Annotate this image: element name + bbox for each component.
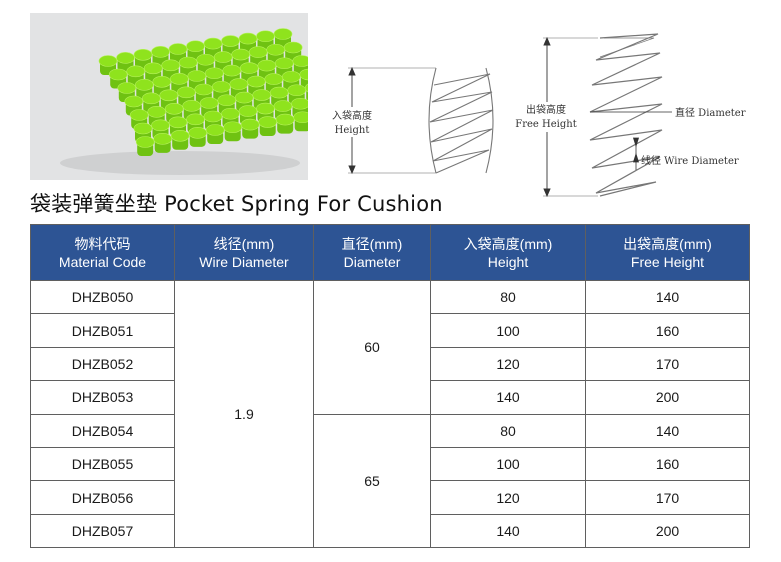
- diameter-cell: 60: [313, 280, 431, 415]
- table-row: DHZB054 65 80 140: [30, 413, 750, 549]
- spring-dimension-diagram: 入袋高度 Height 出袋高度 Free Height 直径 Diameter…: [326, 33, 746, 198]
- pocket-spring-unit-image: [60, 28, 308, 175]
- free-height-cell: 140: [585, 279, 750, 315]
- material-code-cell: DHZB051: [30, 313, 175, 348]
- material-code-cell: DHZB055: [30, 446, 175, 482]
- spring-pocket: [293, 111, 308, 132]
- table-row: DHZB057 140 200: [30, 513, 750, 549]
- material-code-cell: DHZB057: [30, 513, 175, 549]
- spring-pocket: [304, 83, 308, 102]
- photo-shadow: [60, 151, 300, 175]
- free-height-label-en: Free Height: [515, 119, 576, 130]
- material-code-cell: DHZB054: [30, 413, 175, 448]
- spring-pocket: [257, 59, 277, 80]
- wire-diameter-cell: 1.9: [174, 279, 314, 549]
- height-cell: 100: [430, 446, 586, 482]
- spring-pocket: [258, 116, 277, 137]
- spring-pocket: [188, 127, 207, 147]
- product-photo: [30, 13, 308, 180]
- header-diameter: 直径(mm)Diameter: [313, 224, 431, 281]
- table-row: DHZB052 120 170: [30, 346, 750, 382]
- spring-pocket: [223, 121, 242, 142]
- wire-diameter-label: 线径 Wire Diameter: [641, 154, 739, 167]
- material-code-cell: DHZB056: [30, 480, 175, 515]
- pocket-height-label-cn: 入袋高度: [332, 109, 372, 122]
- height-cell: 80: [430, 279, 586, 315]
- material-code-cell: DHZB053: [30, 380, 175, 415]
- header-wire-diameter: 线径(mm)Wire Diameter: [174, 224, 314, 281]
- header-height: 入袋高度(mm)Height: [430, 224, 586, 281]
- free-height-cell: 200: [585, 513, 750, 549]
- spring-pocket: [240, 118, 260, 139]
- spring-pocket: [231, 48, 250, 69]
- spring-pocket: [98, 55, 118, 75]
- free-height-cell: 200: [585, 380, 750, 415]
- free-height-cell: 160: [585, 446, 750, 482]
- height-cell: 120: [430, 346, 586, 382]
- pocket-height-label-en: Height: [335, 125, 370, 136]
- material-code-cell: DHZB050: [30, 279, 175, 315]
- spring-pocket: [135, 136, 155, 156]
- spring-pocket: [170, 130, 190, 150]
- height-cell: 80: [430, 413, 586, 448]
- diameter-label: 直径 Diameter: [675, 106, 746, 119]
- free-height-cell: 170: [585, 346, 750, 382]
- table-row: DHZB055 100 160: [30, 446, 750, 482]
- free-spring-drawing: [543, 33, 663, 197]
- header-free-height: 出袋高度(mm)Free Height: [585, 224, 750, 281]
- material-code-cell: DHZB052: [30, 346, 175, 382]
- pocketed-spring-drawing: [348, 67, 494, 174]
- table-row: DHZB053 140 200: [30, 380, 750, 415]
- table-row: DHZB056 120 170: [30, 480, 750, 515]
- wire-diameter-indicator: [632, 137, 640, 170]
- height-cell: 140: [430, 380, 586, 415]
- spring-pocket: [275, 113, 295, 134]
- spring-pocket: [299, 68, 308, 89]
- spring-pocket: [143, 62, 163, 83]
- page-title: 袋装弹簧坐垫 Pocket Spring For Cushion: [30, 192, 443, 216]
- spring-pocket: [221, 35, 240, 56]
- diameter-cell: 65: [313, 413, 431, 549]
- free-height-cell: 170: [585, 480, 750, 515]
- spring-pocket: [153, 133, 172, 153]
- free-height-label-cn: 出袋高度: [526, 103, 566, 116]
- height-cell: 120: [430, 480, 586, 515]
- spring-pocket: [205, 124, 225, 144]
- free-height-cell: 140: [585, 413, 750, 448]
- height-cell: 140: [430, 513, 586, 549]
- free-height-cell: 160: [585, 313, 750, 348]
- table-row: DHZB050 1.9 60 80 140: [30, 279, 750, 549]
- spring-pocket: [133, 48, 153, 69]
- height-cell: 100: [430, 313, 586, 348]
